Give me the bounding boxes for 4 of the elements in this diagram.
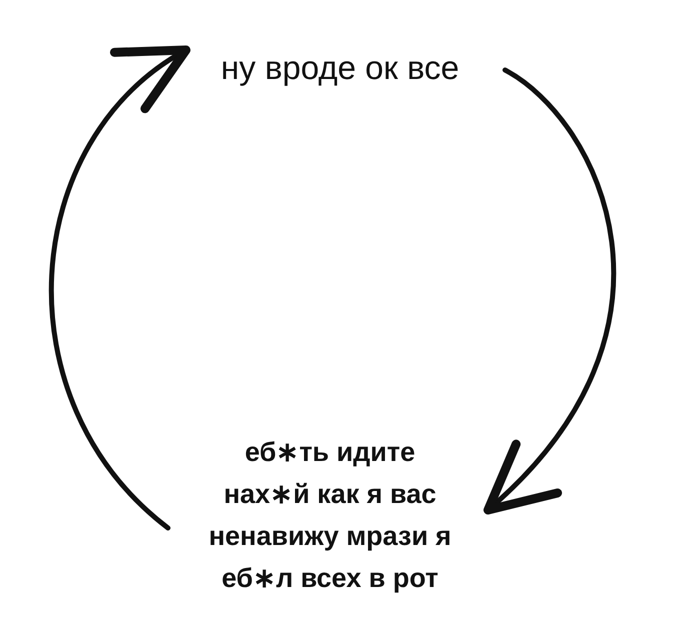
curved-arrow [484,68,616,514]
caption-text: еб∗ть идите нах∗й как я вас ненавижу мрази я еб∗л всех в рот [208,436,452,595]
caption-text: ну вроде ок все [220,48,460,88]
curved-arrow [49,46,190,530]
